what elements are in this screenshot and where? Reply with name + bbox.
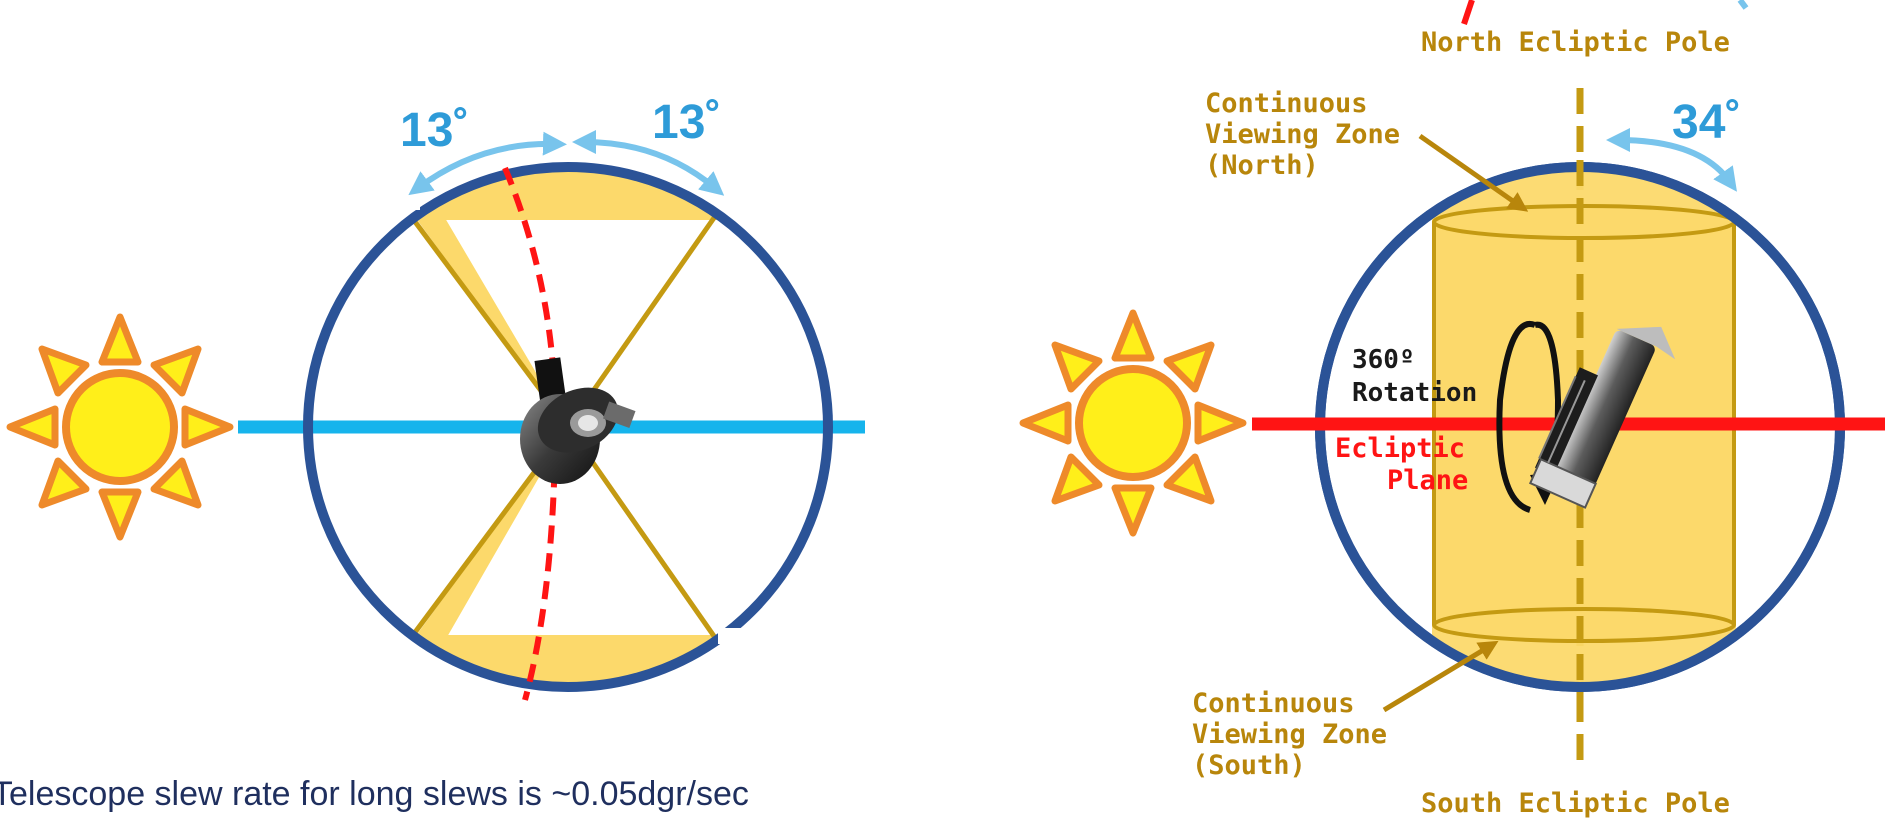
south-pole-label: South Ecliptic Pole (1421, 788, 1730, 819)
rotation-line-2: Rotation (1352, 378, 1477, 408)
cvz-south-pointer (1382, 640, 1499, 713)
sun-icon-right (1019, 309, 1247, 537)
angle-arrow-right (572, 130, 725, 196)
north-pole-label: North Ecliptic Pole (1421, 27, 1730, 58)
cvz-south-line-3: (South) (1192, 750, 1306, 781)
orbit-circle-left (303, 162, 833, 692)
angle-label-left: 13˚ (400, 104, 469, 157)
right-panel: 34˚ North Ecliptic Pole South Ecliptic P… (1019, 0, 1885, 819)
angle-label-34: 34˚ (1672, 96, 1741, 149)
cvz-south-line-1: Continuous (1192, 688, 1355, 719)
cvz-south-line-2: Viewing Zone (1192, 719, 1387, 750)
angle-arrow-left (408, 131, 567, 196)
cvz-north-line-3: (North) (1205, 150, 1319, 181)
angle-arrow-34 (1606, 128, 1737, 192)
cvz-north-line-2: Viewing Zone (1205, 119, 1400, 150)
angle-label-right: 13˚ (652, 96, 721, 149)
ecliptic-line-2: Plane (1387, 465, 1468, 496)
cvz-north-line-1: Continuous (1205, 88, 1368, 119)
slew-rate-caption: Telescope slew rate for long slews is ~0… (0, 775, 749, 813)
sun-icon (6, 313, 234, 541)
cvz-top-ellipse (1432, 204, 1736, 240)
rotation-label: 360º Rotation (1352, 345, 1477, 408)
cvz-bottom-ellipse (1432, 607, 1736, 643)
left-panel: 13˚ 13˚ Telescope slew r (0, 96, 865, 813)
ecliptic-line-1: Ecliptic (1335, 433, 1465, 464)
rotation-line-1: 360º (1352, 345, 1415, 375)
ecliptic-label: Ecliptic Plane (1335, 433, 1481, 496)
cvz-north-pointer (1418, 133, 1529, 212)
telescope-icon-right (1528, 326, 1676, 509)
cvz-south-label: Continuous Viewing Zone (South) (1192, 688, 1403, 781)
cvz-north-label: Continuous Viewing Zone (North) (1205, 88, 1416, 181)
telescope-icon (520, 357, 636, 484)
